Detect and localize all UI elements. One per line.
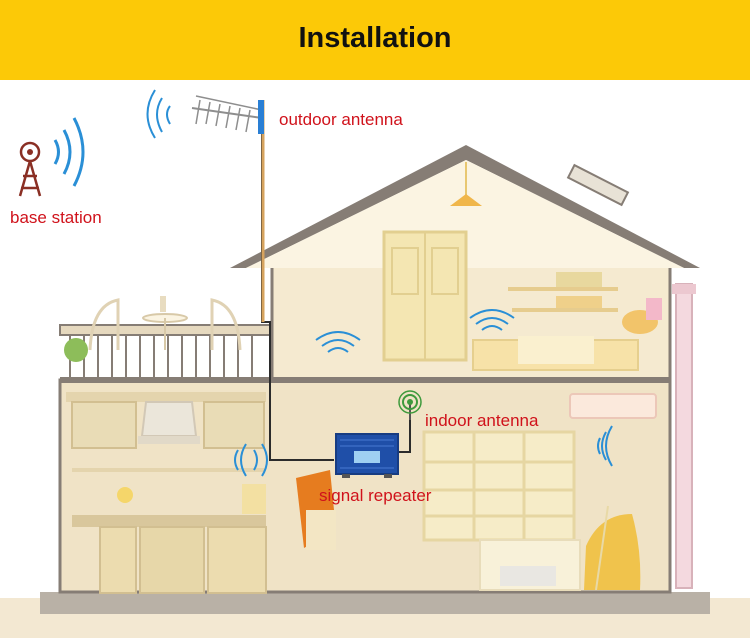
bookshelf-wall [508,272,618,312]
indoor-antenna-icon [398,390,422,420]
outdoor-signal-waves [146,89,171,139]
living-room [296,393,657,591]
wardrobe [382,230,468,362]
outdoor-antenna-label: outdoor antenna [279,110,403,129]
indoor-signal-waves [234,309,613,477]
base-station-tower-icon [18,141,42,197]
base-station-signal-waves [53,117,85,187]
ceiling-lamp [450,162,482,206]
base-station-label: base station [10,208,102,227]
page-title: Installation [298,22,452,54]
signal-repeater-label: signal repeater [319,486,432,505]
outdoor-antenna-icon [191,95,264,134]
drain-pipe [672,283,696,589]
bed [472,298,662,371]
kitchen [66,392,267,594]
title-banner: Installation [0,0,750,80]
house-diagram [0,89,750,638]
signal-repeater-icon [335,433,399,478]
balcony-furniture [64,296,242,362]
balcony-railing [69,335,253,378]
attic [246,160,684,268]
roof-window [566,163,630,207]
indoor-antenna-label: indoor antenna [425,411,539,430]
foundation [40,592,710,614]
